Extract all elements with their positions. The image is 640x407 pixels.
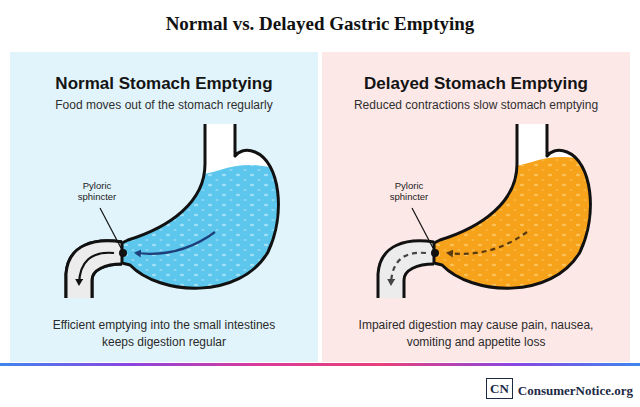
logo-text: CN — [490, 381, 509, 396]
logo-box: CN — [486, 378, 513, 399]
part-label: Pyloric sphincter — [70, 181, 124, 203]
panel-description: Efficient emptying into the small intest… — [44, 317, 284, 351]
label-holder: Pyloric sphincter — [70, 181, 124, 203]
label-holder: Pyloric sphincter — [382, 181, 436, 203]
panel-heading: Delayed Stomach Emptying — [364, 74, 588, 94]
comparison-panel: Delayed Stomach EmptyingReduced contract… — [322, 52, 630, 362]
title: Normal vs. Delayed Gastric Emptying — [166, 13, 475, 34]
part-label: Pyloric sphincter — [382, 181, 436, 203]
label-holder: ConsumerNotice.org — [518, 381, 633, 399]
brand-name: ConsumerNotice.org — [518, 383, 633, 398]
panel-description: Impaired digestion may cause pain, nause… — [356, 317, 596, 351]
panel-heading: Normal Stomach Emptying — [55, 74, 272, 94]
panel-subtitle: Reduced contractions slow stomach emptyi… — [354, 98, 598, 112]
comparison-panel: Normal Stomach EmptyingFood moves out of… — [10, 52, 318, 362]
panel-subtitle: Food moves out of the stomach regularly — [55, 98, 272, 112]
gradient-rule — [0, 363, 640, 366]
title-bar: Normal vs. Delayed Gastric Emptying — [0, 13, 640, 35]
